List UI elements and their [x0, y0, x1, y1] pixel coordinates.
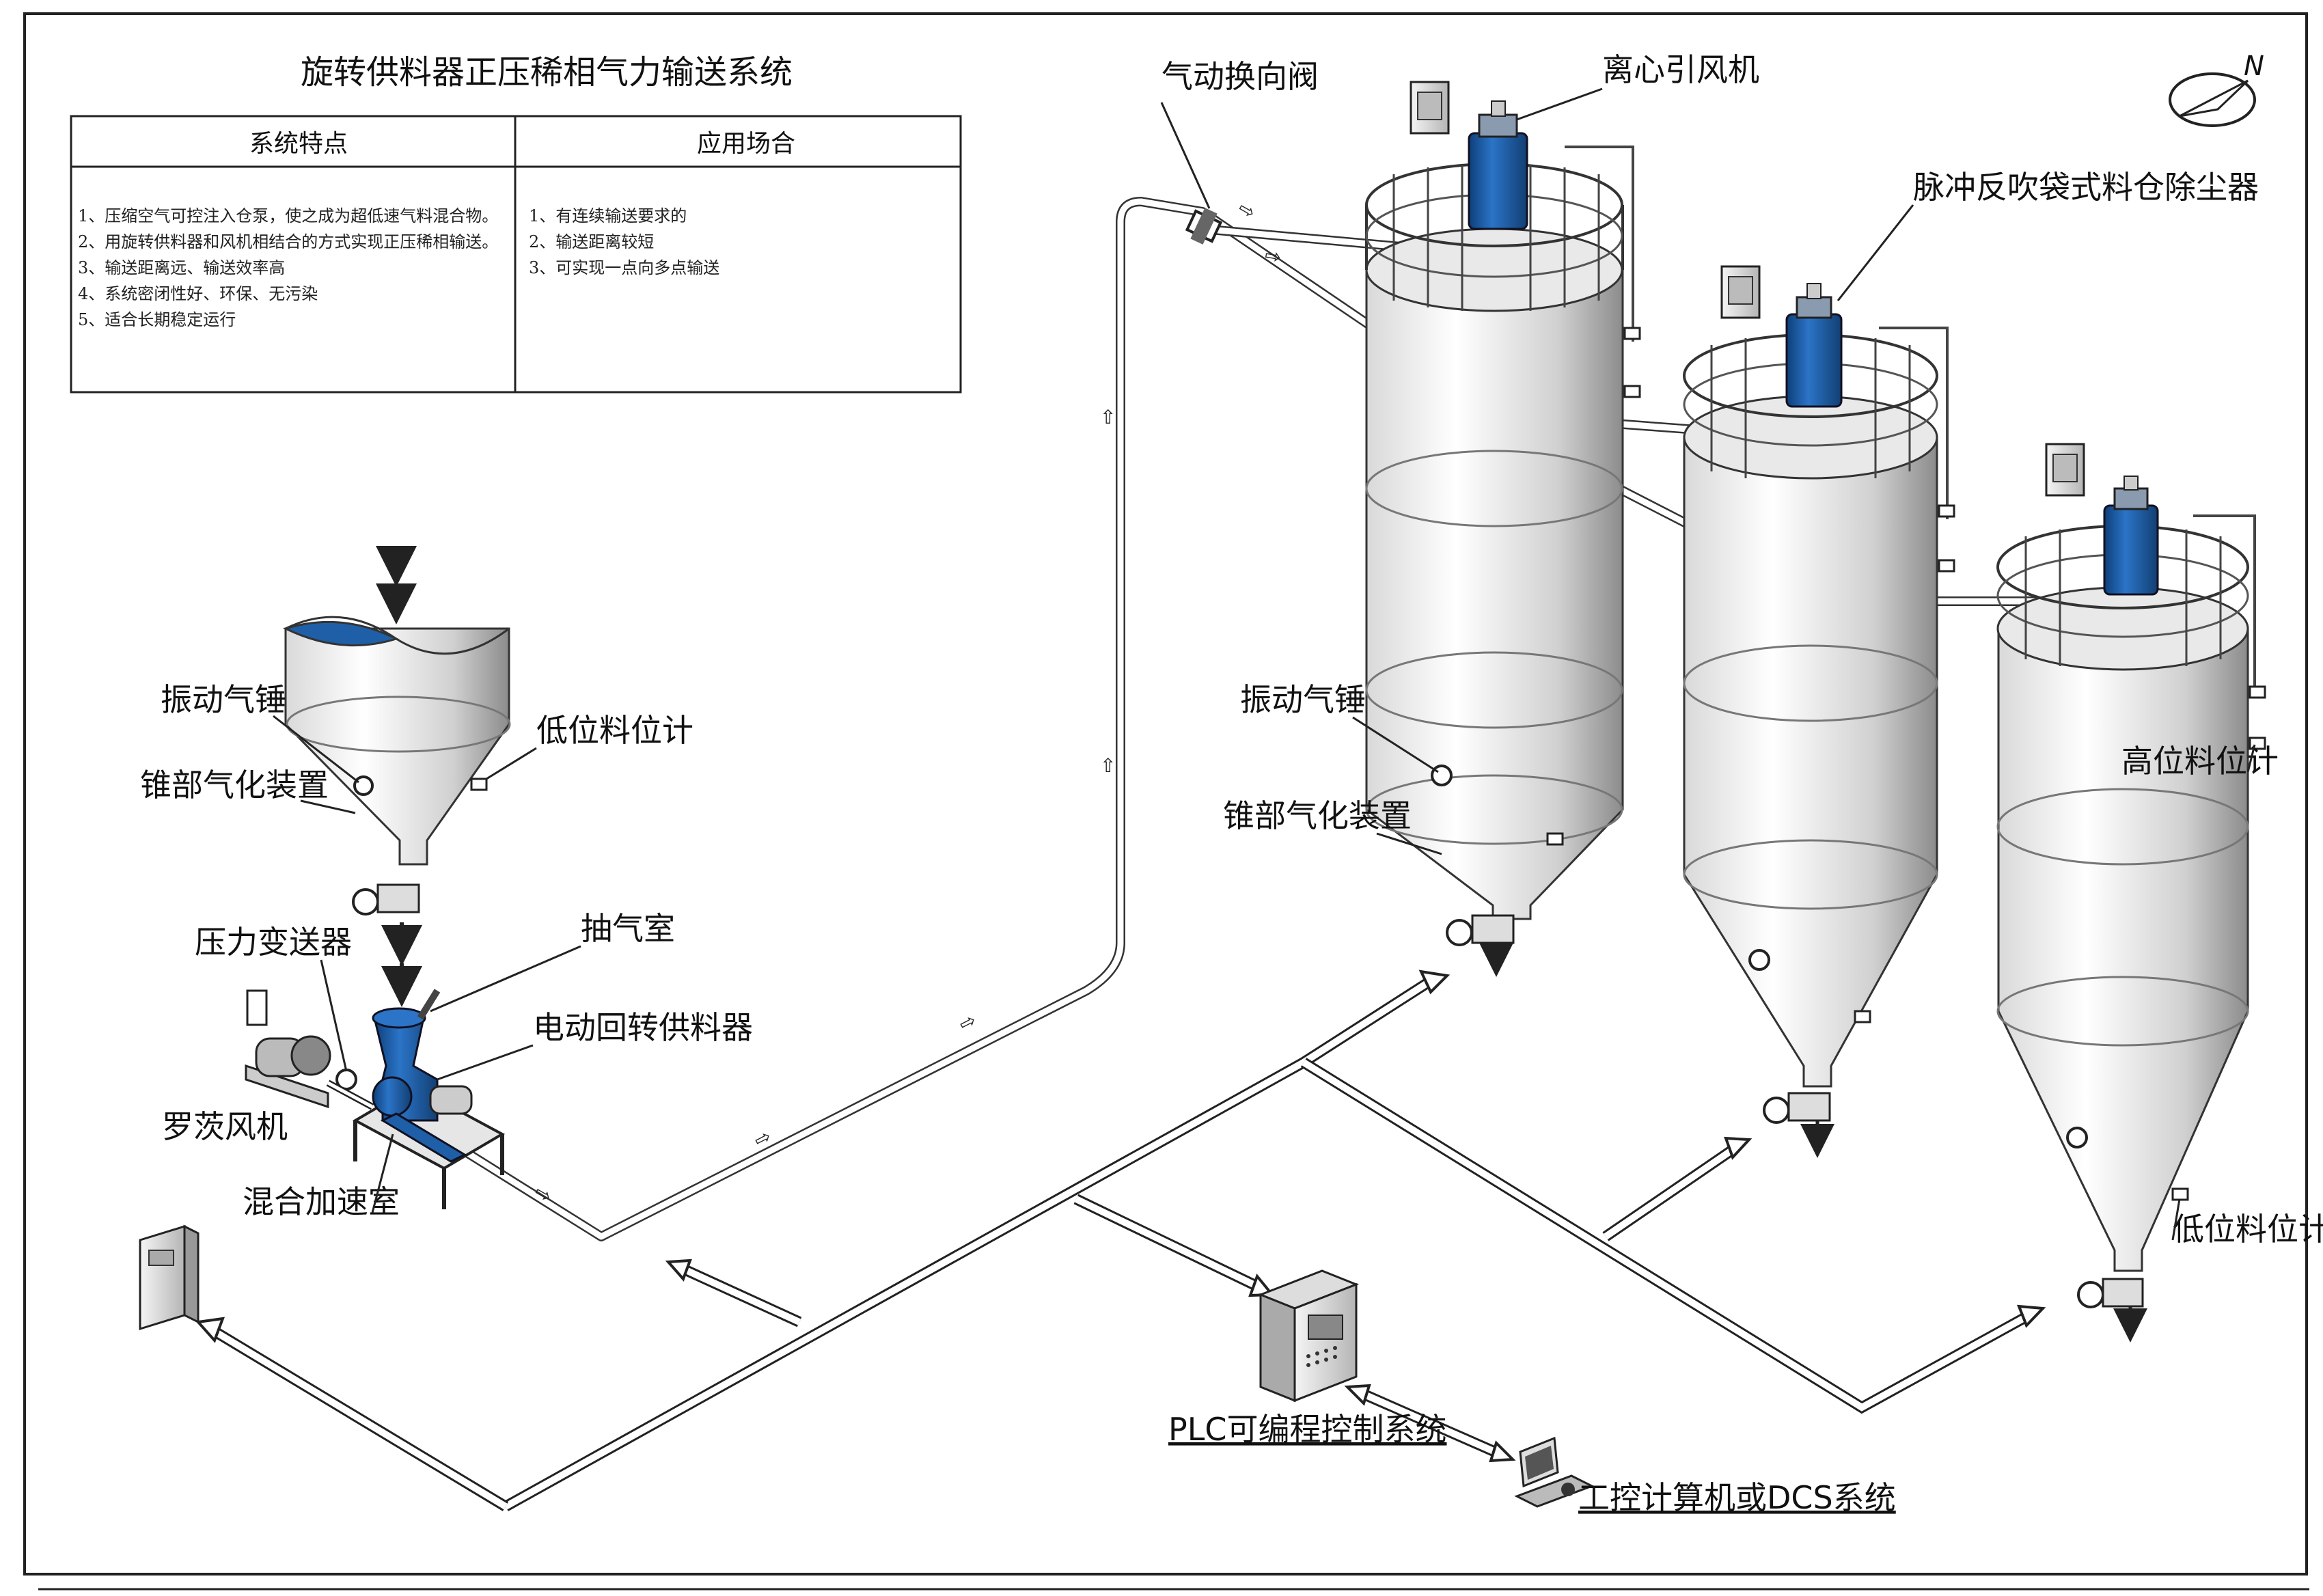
- label-roots-blower: 罗茨风机: [162, 1108, 288, 1145]
- label-plc: PLC可编程控制系统: [1168, 1411, 1447, 1448]
- label-low-level-right: 低位料位计: [2173, 1211, 2323, 1248]
- control-panel-icon[interactable]: [1410, 81, 1450, 135]
- feature-table: 系统特点 应用场合 1、压缩空气可控注入仓泵，使之成为超低速气料混合物。 2、用…: [70, 115, 962, 394]
- feature-item: 1、压缩空气可控注入仓泵，使之成为超低速气料混合物。: [78, 206, 498, 225]
- label-mixing-chamber: 混合加速室: [243, 1183, 400, 1220]
- label-ipc: 工控计算机或DCS系统: [1578, 1479, 1896, 1516]
- table-header-features: 系统特点: [249, 130, 348, 158]
- label-suction-chamber: 抽气室: [581, 910, 675, 947]
- svg-text:⇨: ⇨: [1263, 243, 1283, 269]
- svg-text:⇨: ⇨: [955, 1008, 980, 1036]
- label-pneumatic-valve: 气动换向阀: [1162, 58, 1319, 95]
- computer-icon[interactable]: [1514, 1436, 1595, 1508]
- flow-arrow-icon: [1344, 1384, 1371, 1406]
- north-label: N: [2244, 51, 2264, 82]
- flow-arrow-icon: [1418, 969, 1451, 995]
- page-frame: [23, 12, 2308, 1576]
- feature-item: 3、输送距离远、输送效率高: [78, 258, 285, 277]
- flow-arrow-icon: [195, 1317, 225, 1343]
- compass-icon: N: [2169, 51, 2264, 127]
- label-cone-aerator-right: 锥部气化装置: [1223, 797, 1412, 834]
- label-cone-aerator-left: 锥部气化装置: [140, 767, 329, 803]
- silo-3: [1996, 476, 2266, 1343]
- svg-text:⇧: ⇧: [1100, 754, 1116, 777]
- centrifugal-fan-unit[interactable]: [1785, 313, 1843, 408]
- control-panel-icon[interactable]: [1720, 265, 1761, 319]
- label-centrifugal-fan: 离心引风机: [1602, 51, 1759, 88]
- control-panel-icon[interactable]: [2045, 443, 2085, 497]
- flow-arrow-icon: [1724, 1136, 1752, 1160]
- label-pulse-filter: 脉冲反吹袋式料仓除尘器: [1913, 169, 2259, 206]
- roots-blower[interactable]: [245, 1035, 374, 1110]
- svg-text:⇧: ⇧: [1100, 406, 1116, 428]
- feed-hopper: [282, 546, 511, 1007]
- plc-cabinet[interactable]: [1257, 1269, 1360, 1403]
- table-header-applications: 应用场合: [697, 130, 795, 158]
- label-vibrator-right: 振动气锤: [1240, 681, 1366, 718]
- centrifugal-fan-unit[interactable]: [1468, 132, 1528, 230]
- signal-network: [195, 969, 2046, 1511]
- label-low-level-left: 低位料位计: [536, 712, 693, 749]
- pressure-gauge-icon: [246, 989, 268, 1026]
- flow-arrow-icon: [665, 1258, 692, 1282]
- application-item: 1、有连续输送要求的: [529, 206, 687, 225]
- silo-1: [1365, 100, 1641, 977]
- diverter-valve-1[interactable]: [1185, 208, 1223, 245]
- flow-arrow-icon: [2016, 1304, 2046, 1328]
- label-vibrator-left: 振动气锤: [161, 681, 286, 718]
- silo-2: [1683, 283, 1955, 1158]
- diagram-title: 旋转供料器正压稀相气力输送系统: [301, 53, 793, 92]
- label-rotary-feeder: 电动回转供料器: [533, 1009, 753, 1046]
- rotary-feeder-assembly[interactable]: [352, 989, 506, 1209]
- feature-item: 2、用旋转供料器和风机相结合的方式实现正压稀相输送。: [78, 232, 498, 251]
- flow-arrow-icon: [1489, 1440, 1516, 1463]
- application-item: 2、输送距离较短: [529, 232, 654, 251]
- control-cabinet[interactable]: [139, 1224, 200, 1331]
- feature-item: 5、适合长期稳定运行: [78, 310, 236, 329]
- centrifugal-fan-unit[interactable]: [2103, 504, 2159, 596]
- feature-item: 4、系统密闭性好、环保、无污染: [78, 284, 318, 303]
- label-high-level: 高位料位计: [2121, 743, 2279, 780]
- svg-text:⇨: ⇨: [1235, 196, 1260, 223]
- application-item: 3、可实现一点向多点输送: [529, 258, 719, 277]
- label-pressure-transmitter: 压力变送器: [195, 924, 352, 961]
